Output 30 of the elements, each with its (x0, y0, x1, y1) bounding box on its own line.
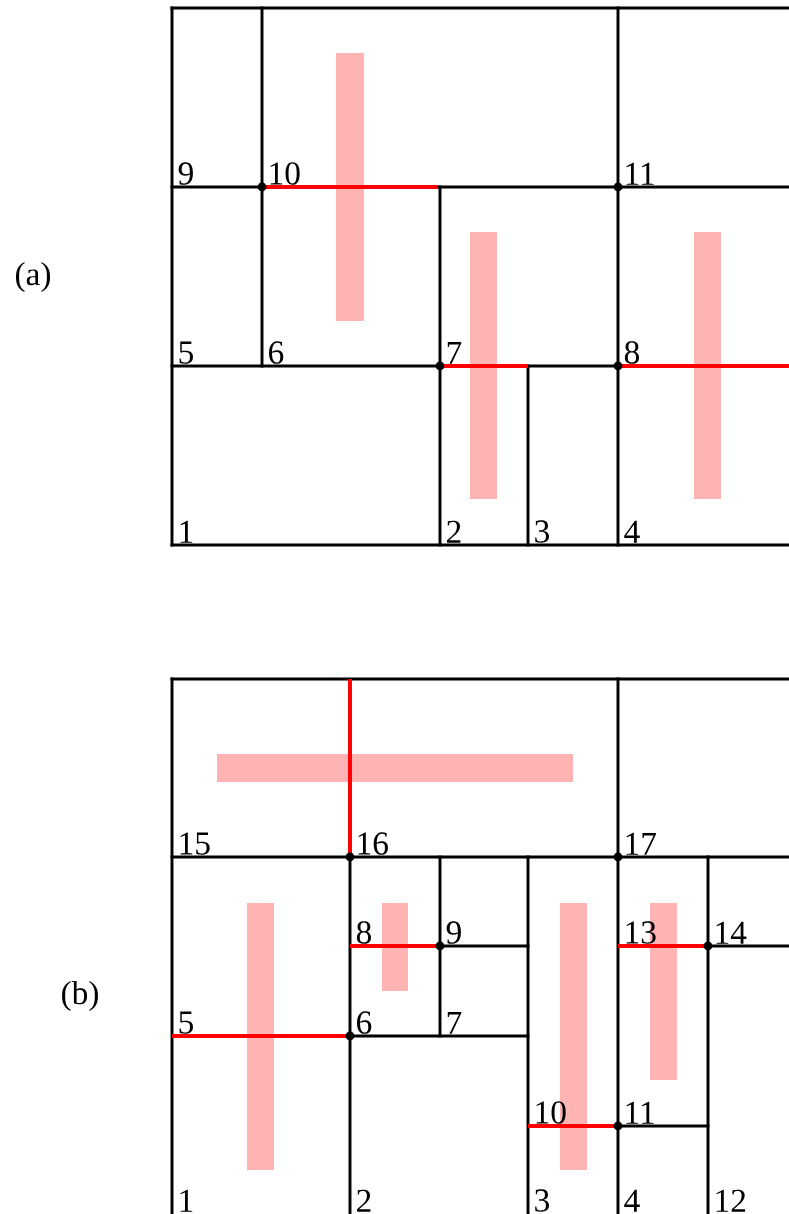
vertex-label: 11 (626, 1101, 654, 1124)
vertex-label: 4 (624, 520, 640, 543)
vertex-label: 1 (180, 520, 193, 543)
vertex-label: 10 (536, 1101, 566, 1124)
vertex-label: 7 (447, 1011, 462, 1034)
vertex-label: 7 (447, 341, 462, 364)
panel-label: (b) (62, 980, 98, 1012)
vertex-label: 11 (626, 162, 654, 185)
vertex-label: 4 (624, 1189, 640, 1212)
vertex-label: 14 (716, 921, 747, 944)
vertex-label: 2 (357, 1189, 371, 1212)
vertex-label: 8 (624, 341, 639, 364)
panel-label: (a) (15, 261, 51, 293)
vertex-label: 10 (270, 162, 300, 185)
vertex-label: 8 (356, 921, 371, 944)
vertex-label: 6 (357, 1011, 372, 1034)
vertex-label: 5 (179, 341, 193, 364)
vertex-label: 3 (535, 1189, 549, 1212)
vertex-label: 9 (446, 921, 461, 944)
vertex-label: 9 (178, 162, 193, 185)
vertex-label: 5 (179, 1011, 193, 1034)
vertex-label: 13 (626, 921, 656, 944)
vertex-label: 16 (358, 832, 388, 855)
vertex-label: 15 (180, 832, 210, 855)
vertex-label: 3 (535, 520, 549, 543)
vertex-label: 6 (269, 341, 284, 364)
vertex-label: 17 (626, 832, 656, 855)
vertex-label: 2 (447, 520, 461, 543)
vertex-label: 1 (180, 1189, 193, 1212)
vertex-label: 12 (716, 1189, 746, 1212)
